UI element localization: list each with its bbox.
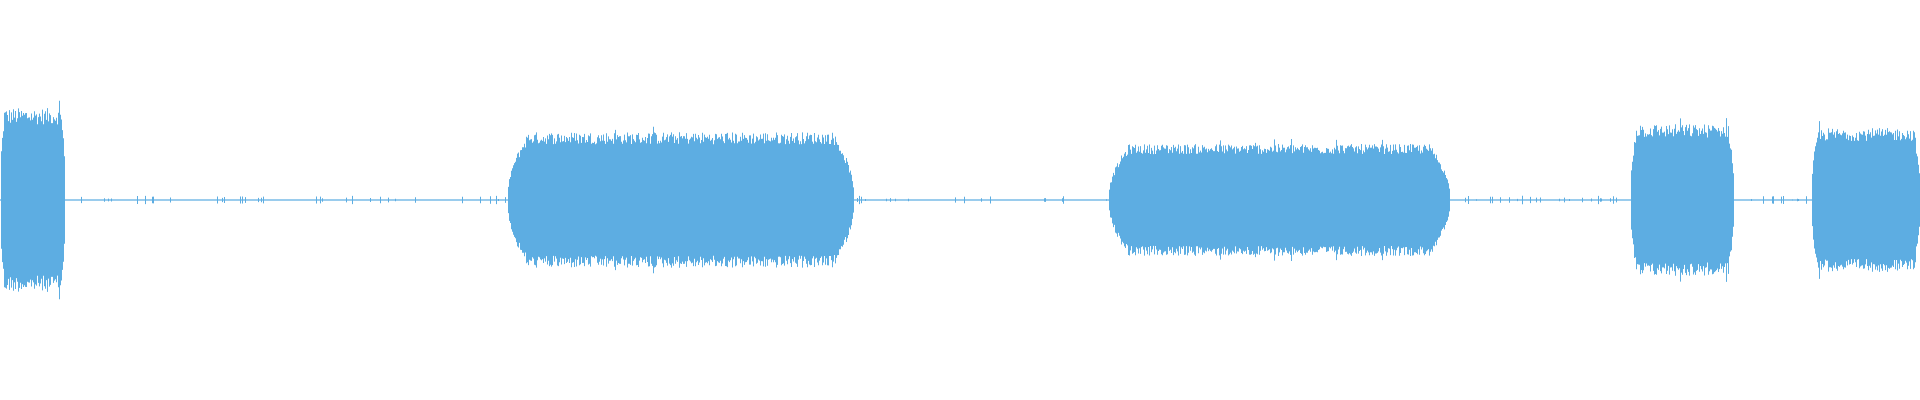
waveform-path bbox=[0, 100, 1920, 300]
waveform-bars bbox=[0, 100, 1920, 300]
